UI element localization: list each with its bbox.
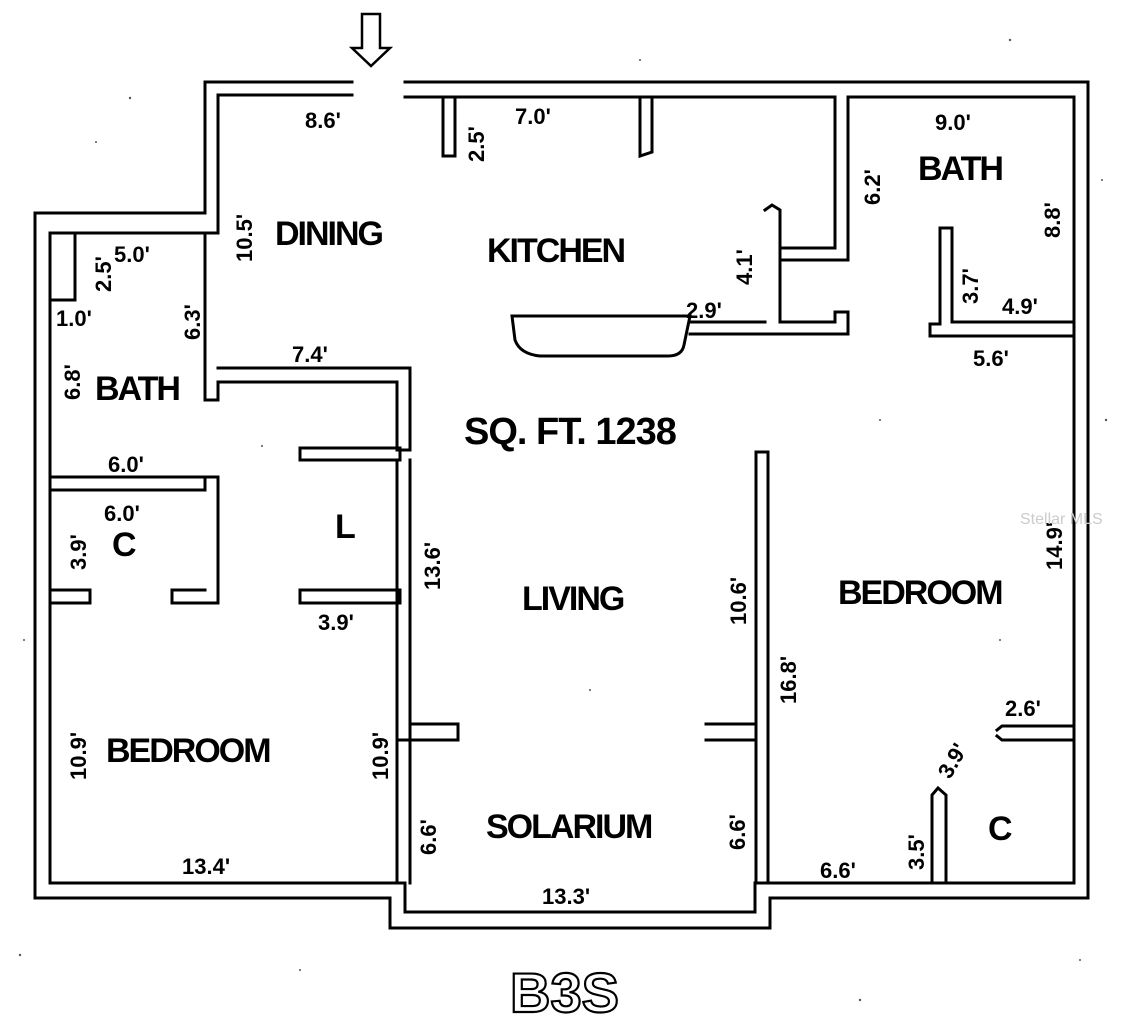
dimension-label: 6.0' <box>108 452 144 477</box>
wall-solarium-left-stub <box>408 722 460 742</box>
wall-kitchen-pillar-right <box>638 95 654 159</box>
dimension-label: 3.5' <box>904 834 929 870</box>
dimension-label: 3.9' <box>66 534 91 570</box>
room-label-closet-right: C <box>988 810 1012 848</box>
dimension-label: 6.6' <box>820 858 856 883</box>
dimension-labels: 8.6' 2.5' 7.0' 9.0' 6.2' 8.8' 10.5' 5.0'… <box>56 104 1067 909</box>
dimension-label: 5.0' <box>114 242 150 267</box>
room-label-bedroom-left: BEDROOM <box>106 732 270 770</box>
wall-living-right <box>754 450 770 885</box>
room-label-laundry: L <box>335 508 355 546</box>
dimension-label: 10.9' <box>66 732 91 780</box>
dimension-label: 3.7' <box>958 268 983 304</box>
room-label-bedroom-right: BEDROOM <box>838 574 1002 612</box>
wall-left-bath-step <box>48 231 77 302</box>
room-label-solarium: SOLARIUM <box>486 808 652 846</box>
dimension-label: 7.4' <box>292 342 328 367</box>
interior-walls <box>48 95 1076 885</box>
dimension-label: 2.5' <box>464 126 489 162</box>
dimension-label: 4.1' <box>732 249 757 285</box>
dimension-label: 6.6' <box>416 819 441 855</box>
dimension-label: 5.6' <box>973 346 1009 371</box>
watermark: Stellar MLS <box>1020 511 1103 528</box>
wall-laundry-top <box>298 446 402 462</box>
wall-kitchen-pillar-left <box>441 95 457 158</box>
dimension-label: 6.6' <box>725 814 750 850</box>
dimension-label: 1.0' <box>56 306 92 331</box>
room-label-closet-left: C <box>112 526 136 564</box>
dimension-label: 9.0' <box>935 110 971 135</box>
room-label-bath-right: BATH <box>918 150 1002 188</box>
wall-solarium-right-stub <box>704 722 758 742</box>
wall-living-left <box>395 458 412 742</box>
dimension-label: 6.2' <box>860 169 885 205</box>
dimension-label: 3.9' <box>933 739 973 783</box>
dimension-label: 14.9' <box>1042 522 1067 570</box>
dimension-label: 6.8' <box>60 364 85 400</box>
dimension-label: 13.4' <box>182 854 230 879</box>
dimension-label: 2.6' <box>1005 696 1041 721</box>
dimension-label: 13.6' <box>420 542 445 590</box>
scan-noise <box>18 38 1108 1002</box>
dimension-label: 2.9' <box>686 298 722 323</box>
dimension-label: 6.3' <box>180 304 205 340</box>
wall-kitchen-closet <box>762 203 850 336</box>
wall-corridor-top <box>216 366 412 452</box>
wall-right-bath-left <box>928 226 1076 338</box>
dimension-label: 10.5' <box>232 214 257 262</box>
room-label-living: LIVING <box>522 580 624 618</box>
wall-laundry-bottom <box>298 588 402 605</box>
wall-left-bath-bottom <box>48 475 207 492</box>
dimension-label: 4.9' <box>1002 294 1038 319</box>
exterior-wall-outer <box>33 80 1090 930</box>
room-label-dining: DINING <box>275 215 383 253</box>
kitchen-island <box>510 314 692 358</box>
total-area-label: SQ. FT. 1238 <box>464 411 676 453</box>
wall-left-bedroom-right <box>395 738 412 885</box>
exterior-wall-inner <box>48 93 1076 914</box>
room-label-kitchen: KITCHEN <box>487 232 625 270</box>
dimension-label: 8.6' <box>305 108 341 133</box>
wall-kitchen-closet-stub <box>688 320 767 336</box>
dimension-label: 10.6' <box>726 577 751 625</box>
wall-kitchen-right <box>778 95 850 262</box>
dimension-label: 16.8' <box>776 656 801 704</box>
dimension-label: 7.0' <box>515 104 551 129</box>
wall-dining-bath <box>203 231 220 402</box>
wall-closet-left-stub <box>48 588 92 605</box>
wall-closet-left <box>170 475 220 605</box>
unit-name: B3S <box>510 961 619 1024</box>
entry-arrow-icon <box>348 12 394 68</box>
dimension-label: 8.8' <box>1040 202 1065 238</box>
room-labels: DINING KITCHEN BATH BATH C L LIVING BEDR… <box>95 150 1014 848</box>
dimension-label: 10.9' <box>368 732 393 780</box>
wall-closet-right-left <box>930 785 948 885</box>
wall-closet-right-top <box>994 724 1076 742</box>
dimension-label: 3.9' <box>318 610 354 635</box>
dimension-label: 13.3' <box>542 884 590 909</box>
dimension-label: 2.5' <box>91 256 116 292</box>
exterior-walls <box>33 80 1090 930</box>
dimension-label: 6.0' <box>104 501 140 526</box>
room-label-bath-left: BATH <box>95 370 179 408</box>
